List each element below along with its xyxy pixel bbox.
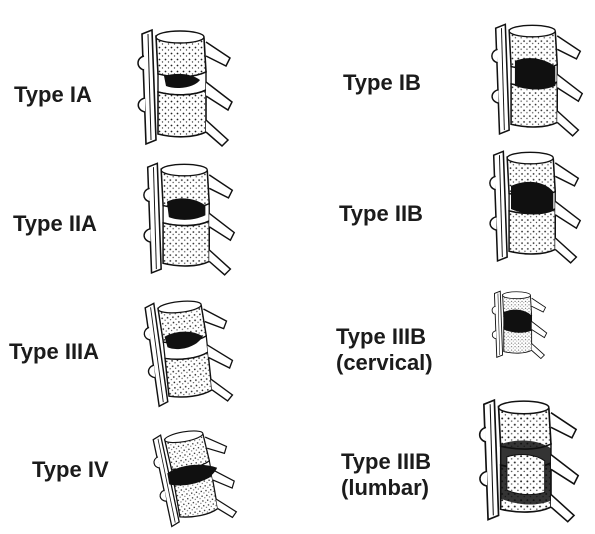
spine-illustration-type-iiib-cervical bbox=[491, 290, 548, 359]
lesion-mark-ia bbox=[164, 73, 200, 88]
lesion-mark-iv bbox=[167, 464, 218, 486]
label-type-ia-line1: Type IA bbox=[14, 82, 92, 107]
label-type-iv-line1: Type IV bbox=[32, 457, 109, 482]
spine-illustration-type-iiia bbox=[140, 295, 238, 410]
label-type-iiib-lumbar-line1: Type IIIB bbox=[341, 449, 432, 474]
lesion-mark-iia bbox=[166, 198, 206, 220]
label-type-iia-line1: Type IIA bbox=[13, 211, 97, 236]
label-type-ib-line1: Type IB bbox=[343, 70, 421, 95]
label-type-iib-line1: Type IIB bbox=[339, 201, 423, 226]
spine-illustration-type-ia bbox=[137, 29, 233, 147]
spine-illustration-type-iv bbox=[148, 423, 242, 530]
lesion-mark-iiia bbox=[164, 331, 203, 350]
lesion-mark-iib bbox=[511, 181, 554, 215]
spine-illustration-type-iiib-lumbar bbox=[478, 399, 580, 523]
spine-illustration-type-iib bbox=[489, 150, 582, 264]
label-type-iiia: Type IIIA bbox=[9, 339, 99, 365]
label-type-iiib-lumbar: Type IIIB (lumbar) bbox=[341, 449, 431, 501]
label-type-iib: Type IIB bbox=[339, 201, 423, 227]
spine-illustration-type-iia bbox=[143, 162, 236, 276]
label-type-iv: Type IV bbox=[32, 457, 109, 483]
lesion-mark-iiib-cervical bbox=[503, 309, 532, 333]
lesion-mark-ib bbox=[514, 58, 556, 90]
label-type-iiib-cervical: Type IIIB (cervical) bbox=[336, 324, 433, 376]
label-type-iiia-line1: Type IIIA bbox=[9, 339, 100, 364]
label-type-iiib-cervical-line2: (cervical) bbox=[336, 350, 433, 375]
spine-illustration-type-ib bbox=[491, 23, 584, 137]
label-type-iiib-cervical-line1: Type IIIB bbox=[336, 324, 427, 349]
label-type-ia: Type IA bbox=[14, 82, 92, 108]
label-type-iiib-lumbar-line2: (lumbar) bbox=[341, 475, 429, 500]
label-type-ib: Type IB bbox=[343, 70, 421, 96]
label-type-iia: Type IIA bbox=[13, 211, 97, 237]
